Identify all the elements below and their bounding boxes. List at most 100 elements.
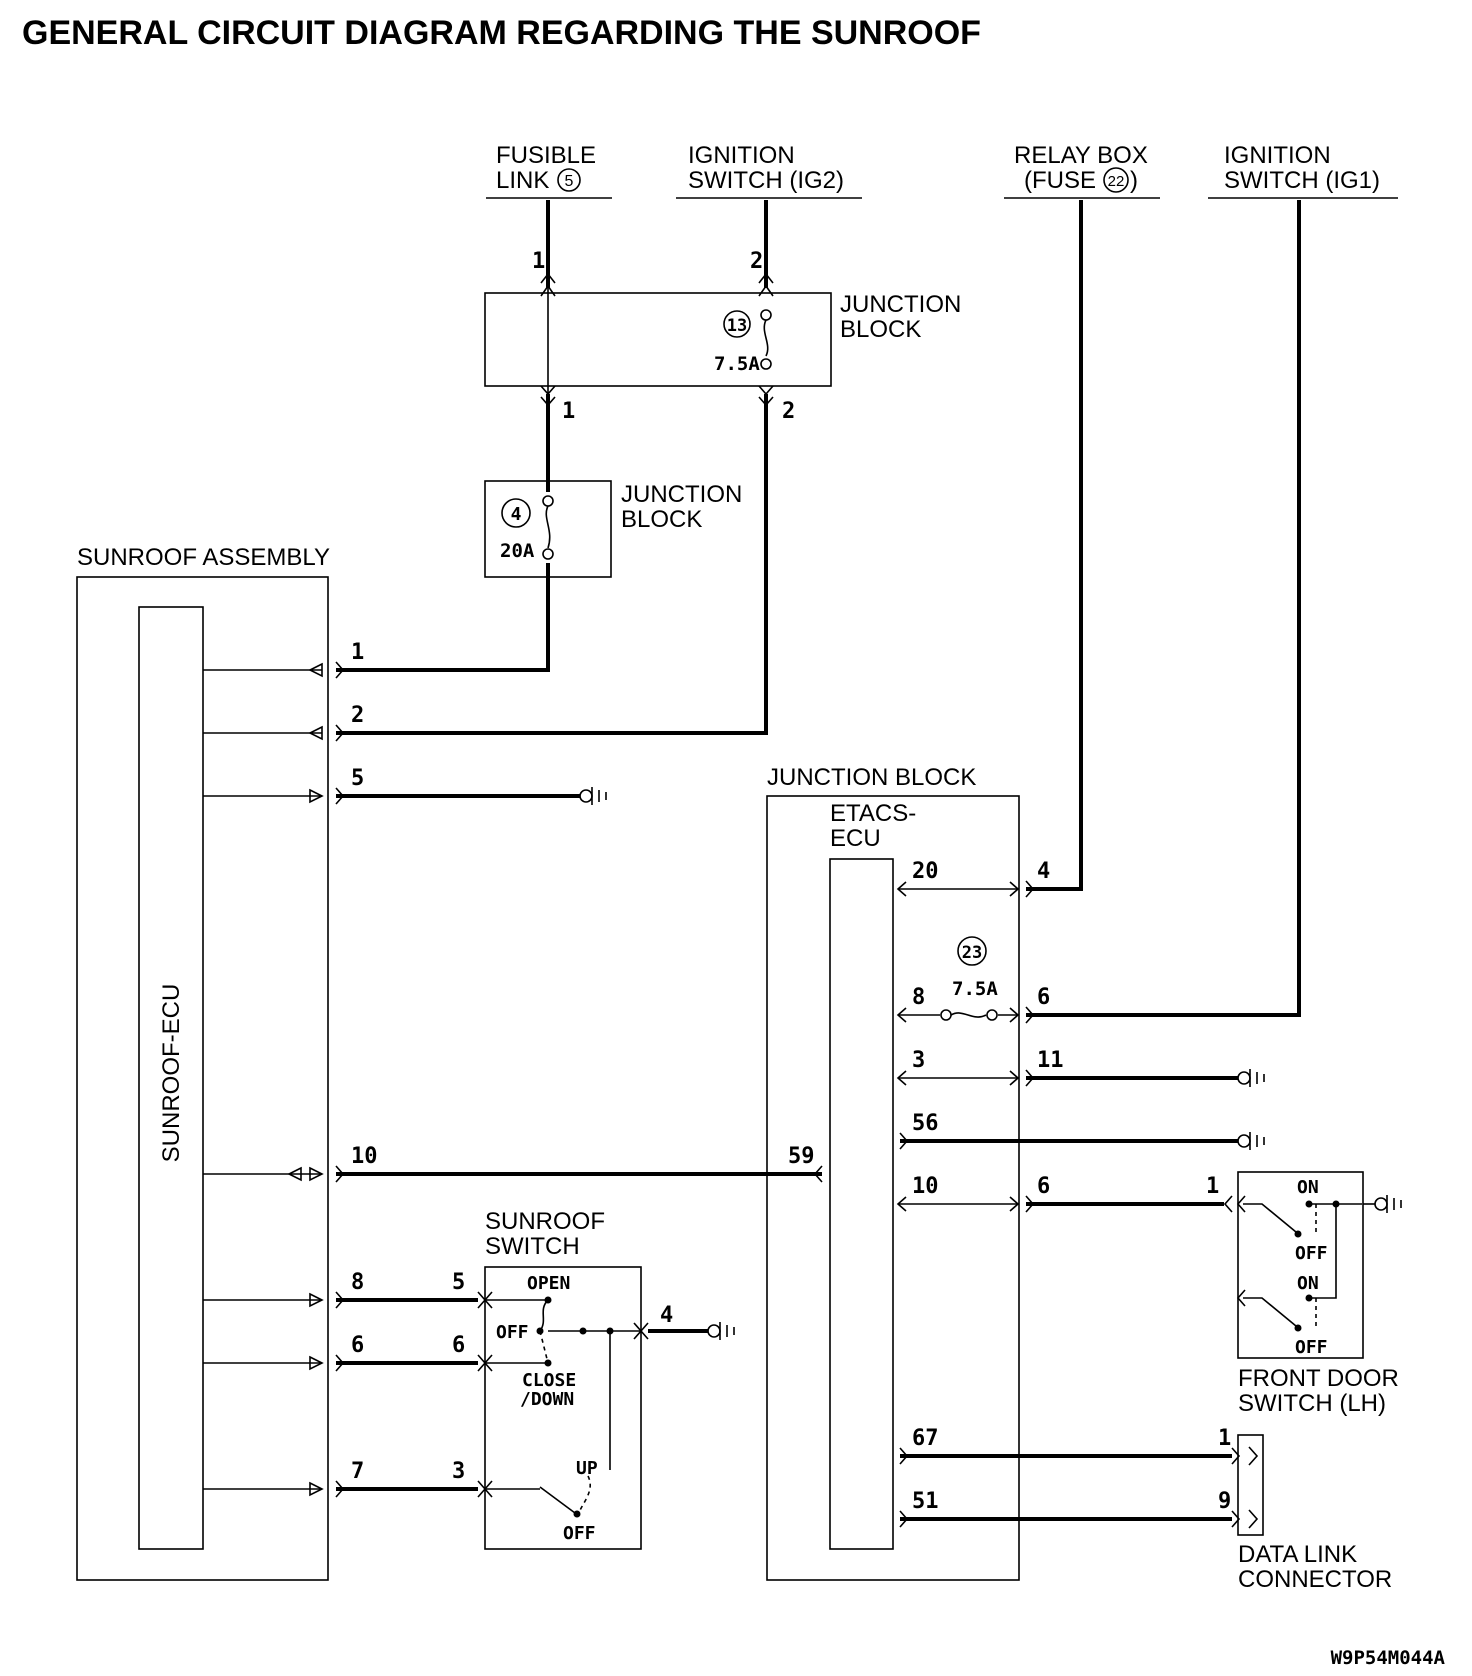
fuse-23-circle bbox=[957, 936, 987, 966]
svg-text:ON: ON bbox=[1297, 1273, 1319, 1294]
svg-text:JUNCTION: JUNCTION bbox=[840, 291, 961, 318]
ground-icon bbox=[579, 787, 607, 805]
svg-text:CLOSE: CLOSE bbox=[522, 1370, 576, 1391]
svg-text:1: 1 bbox=[562, 399, 575, 424]
sunroof-assembly: SUNROOF ASSEMBLY SUNROOF-ECU 1 2 5 10 8 … bbox=[76, 544, 378, 1581]
fuse-elements bbox=[542, 309, 998, 1021]
ground-icon bbox=[1374, 1195, 1402, 1213]
svg-text:6: 6 bbox=[1037, 985, 1050, 1010]
svg-text:SWITCH (LH): SWITCH (LH) bbox=[1238, 1390, 1386, 1417]
svg-text:RELAY BOX: RELAY BOX bbox=[1014, 142, 1148, 169]
svg-text:UP: UP bbox=[576, 1458, 598, 1479]
wiring bbox=[336, 200, 1301, 1521]
svg-text:10: 10 bbox=[912, 1174, 939, 1199]
etacs-ecu-box bbox=[829, 858, 894, 1550]
svg-text:5: 5 bbox=[565, 173, 574, 190]
svg-text:IGNITION: IGNITION bbox=[688, 142, 795, 169]
svg-text:JUNCTION BLOCK: JUNCTION BLOCK bbox=[767, 764, 976, 791]
svg-text:): ) bbox=[1130, 167, 1138, 194]
svg-text:8: 8 bbox=[912, 985, 925, 1010]
fuse-4-circle bbox=[501, 498, 531, 528]
svg-text:OPEN: OPEN bbox=[527, 1273, 570, 1294]
fuse-number-circle bbox=[1103, 167, 1129, 193]
sunroof-ecu-label: SUNROOF-ECU bbox=[158, 984, 185, 1163]
connector-terminals bbox=[287, 272, 1259, 1529]
svg-text:BLOCK: BLOCK bbox=[621, 506, 702, 533]
svg-text:6: 6 bbox=[1037, 1174, 1050, 1199]
svg-text:1: 1 bbox=[1218, 1426, 1231, 1451]
figure-code: W9P54M044A bbox=[1331, 1647, 1446, 1669]
sunroof-switch: SUNROOF SWITCH OPEN OFF CLOSE /DOWN UP O… bbox=[452, 1208, 673, 1550]
ground-icon bbox=[1237, 1069, 1265, 1087]
svg-text:5: 5 bbox=[452, 1270, 465, 1295]
svg-text:67: 67 bbox=[912, 1426, 939, 1451]
svg-text:FRONT DOOR: FRONT DOOR bbox=[1238, 1365, 1399, 1392]
svg-text:1: 1 bbox=[351, 640, 364, 665]
fuse-number-circle bbox=[557, 168, 581, 192]
svg-text:7.5A: 7.5A bbox=[714, 353, 760, 375]
svg-text:4: 4 bbox=[660, 1303, 673, 1328]
svg-text:OFF: OFF bbox=[563, 1523, 596, 1544]
svg-text:22: 22 bbox=[1108, 173, 1125, 190]
sunroof-ecu-box bbox=[138, 606, 204, 1550]
svg-text:BLOCK: BLOCK bbox=[840, 316, 921, 343]
svg-text:(FUSE: (FUSE bbox=[1024, 167, 1096, 194]
svg-text:3: 3 bbox=[452, 1459, 465, 1484]
svg-text:CONNECTOR: CONNECTOR bbox=[1238, 1566, 1392, 1593]
diagram-title: GENERAL CIRCUIT DIAGRAM REGARDING THE SU… bbox=[22, 14, 981, 52]
internal-lines bbox=[203, 288, 1375, 1517]
svg-text:13: 13 bbox=[727, 316, 747, 336]
svg-text:IGNITION: IGNITION bbox=[1224, 142, 1331, 169]
fuse-13-circle bbox=[723, 310, 751, 338]
svg-text:SUNROOF ASSEMBLY: SUNROOF ASSEMBLY bbox=[77, 544, 330, 571]
front-door-switch: FRONT DOOR SWITCH (LH) ON OFF ON OFF 1 bbox=[1206, 1171, 1399, 1417]
svg-text:2: 2 bbox=[750, 249, 763, 274]
svg-text:ETACS-: ETACS- bbox=[830, 800, 916, 827]
ignition-switch-ig1-label: IGNITION SWITCH (IG1) bbox=[1208, 142, 1398, 199]
svg-text:56: 56 bbox=[912, 1111, 939, 1136]
svg-text:2: 2 bbox=[351, 703, 364, 728]
svg-text:OFF: OFF bbox=[496, 1322, 529, 1343]
svg-text:5: 5 bbox=[351, 766, 364, 791]
junction-block-mid: JUNCTION BLOCK 4 20A bbox=[484, 480, 742, 578]
svg-text:SWITCH (IG1): SWITCH (IG1) bbox=[1224, 167, 1380, 194]
svg-text:/DOWN: /DOWN bbox=[520, 1389, 574, 1410]
svg-text:4: 4 bbox=[511, 504, 522, 525]
svg-text:51: 51 bbox=[912, 1489, 939, 1514]
fusible-link-label: FUSIBLE LINK 5 bbox=[486, 142, 612, 199]
svg-text:1: 1 bbox=[532, 249, 545, 274]
svg-text:OFF: OFF bbox=[1295, 1243, 1328, 1264]
svg-text:ON: ON bbox=[1297, 1177, 1319, 1198]
svg-text:11: 11 bbox=[1037, 1048, 1064, 1073]
svg-text:20: 20 bbox=[912, 859, 939, 884]
svg-text:SWITCH: SWITCH bbox=[485, 1233, 580, 1260]
svg-text:20A: 20A bbox=[500, 540, 535, 562]
data-link-connector: DATA LINK CONNECTOR 1 9 bbox=[1218, 1426, 1392, 1593]
switch-contacts bbox=[536, 1200, 1340, 1518]
svg-text:FUSIBLE: FUSIBLE bbox=[496, 142, 596, 169]
svg-text:1: 1 bbox=[1206, 1174, 1219, 1199]
svg-text:6: 6 bbox=[452, 1333, 465, 1358]
svg-text:3: 3 bbox=[912, 1048, 925, 1073]
svg-text:7.5A: 7.5A bbox=[952, 978, 998, 1000]
svg-text:ECU: ECU bbox=[830, 825, 881, 852]
svg-text:9: 9 bbox=[1218, 1489, 1231, 1514]
svg-text:OFF: OFF bbox=[1295, 1337, 1328, 1358]
svg-text:SUNROOF: SUNROOF bbox=[485, 1208, 605, 1235]
ground-icon bbox=[707, 1322, 735, 1340]
junction-block-top: JUNCTION BLOCK 1 2 1 2 13 7.5A bbox=[484, 249, 961, 424]
junction-block-etacs: JUNCTION BLOCK ETACS- ECU 23 7.5A 20 8 3… bbox=[766, 764, 1064, 1581]
svg-text:59: 59 bbox=[788, 1144, 815, 1169]
svg-text:JUNCTION: JUNCTION bbox=[621, 481, 742, 508]
svg-text:LINK: LINK bbox=[496, 167, 549, 194]
svg-text:2: 2 bbox=[782, 399, 795, 424]
svg-text:SWITCH (IG2): SWITCH (IG2) bbox=[688, 167, 844, 194]
svg-text:DATA LINK: DATA LINK bbox=[1238, 1541, 1357, 1568]
ignition-switch-ig2-label: IGNITION SWITCH (IG2) bbox=[676, 142, 862, 199]
svg-text:6: 6 bbox=[351, 1333, 364, 1358]
relay-box-label: RELAY BOX (FUSE 22 ) bbox=[1004, 142, 1160, 199]
svg-text:8: 8 bbox=[351, 1270, 364, 1295]
svg-text:7: 7 bbox=[351, 1459, 364, 1484]
svg-text:10: 10 bbox=[351, 1144, 378, 1169]
